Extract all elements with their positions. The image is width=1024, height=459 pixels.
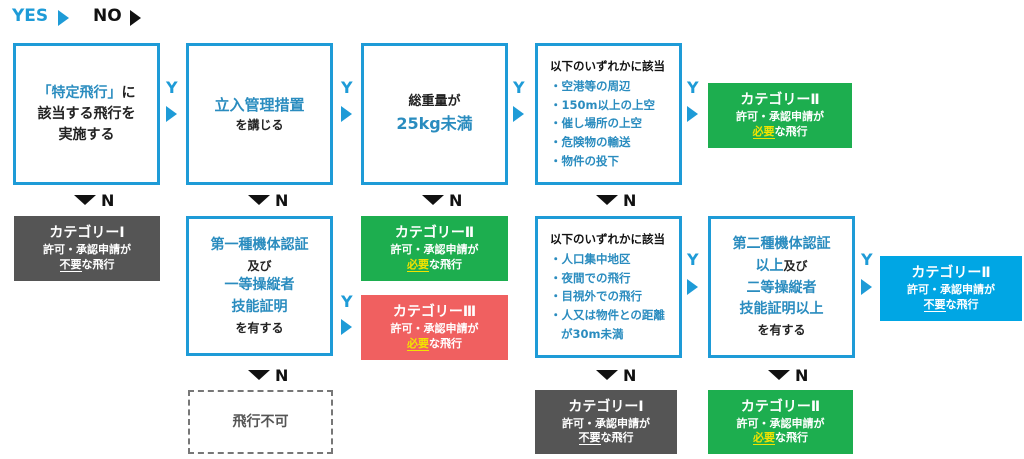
yes-arrow-icon [861, 279, 872, 295]
no-arrow-icon [74, 195, 96, 205]
branch-no-label: N [449, 191, 463, 210]
question-class1-cert: 第一種機体認証 及び 一等操縦者 技能証明 を有する [186, 216, 333, 356]
branch-no-label: N [275, 366, 289, 385]
category-2-result: カテゴリーⅡ 許可・承認申請が 必要な飛行 [361, 216, 508, 281]
yes-arrow-icon [341, 106, 352, 122]
question-total-weight: 総重量が 25kg未満 [361, 43, 508, 185]
branch-yes-label: Y [687, 250, 699, 269]
branch-no-label: N [795, 366, 809, 385]
no-arrow-icon [596, 370, 618, 380]
yes-arrow-icon [687, 106, 698, 122]
question-high-risk-conditions: 以下のいずれかに該当 ・空港等の周辺 ・150m以上の上空 ・催し場所の上空 ・… [535, 43, 682, 185]
question-specific-flight: 「特定飛行」に 該当する飛行を 実施する [13, 43, 160, 185]
no-arrow-icon [768, 370, 790, 380]
category-2-result: カテゴリーⅡ 許可・承認申請が 不要な飛行 [880, 256, 1022, 321]
question-class2-cert: 第二種機体認証 以上及び 二等操縦者 技能証明以上 を有する [708, 216, 855, 358]
legend-yes-label: YES [12, 6, 49, 26]
branch-yes-label: Y [861, 250, 873, 269]
branch-no-label: N [623, 191, 637, 210]
legend-no-label: NO [93, 6, 122, 26]
legend-no-arrow-icon [130, 10, 141, 26]
branch-no-label: N [275, 191, 289, 210]
branch-yes-label: Y [341, 78, 353, 97]
question-access-control: 立入管理措置 を講じる [186, 43, 333, 185]
category-1-result: カテゴリーⅠ 許可・承認申請が 不要な飛行 [14, 216, 160, 281]
branch-yes-label: Y [687, 78, 699, 97]
flight-not-allowed: 飛行不可 [188, 390, 333, 454]
branch-yes-label: Y [166, 78, 178, 97]
branch-yes-label: Y [341, 292, 353, 311]
branch-no-label: N [623, 366, 637, 385]
branch-no-label: N [101, 191, 115, 210]
yes-arrow-icon [513, 106, 524, 122]
category-1-result: カテゴリーⅠ 許可・承認申請が 不要な飛行 [535, 390, 677, 454]
category-3-result: カテゴリーⅢ 許可・承認申請が 必要な飛行 [361, 295, 508, 360]
branch-yes-label: Y [513, 78, 525, 97]
yes-arrow-icon [341, 319, 352, 335]
no-arrow-icon [248, 195, 270, 205]
question-dense-area-conditions: 以下のいずれかに該当 ・人口集中地区 ・夜間での飛行 ・目視外での飛行 ・人又は… [535, 216, 682, 358]
yes-arrow-icon [687, 279, 698, 295]
category-2-result: カテゴリーⅡ 許可・承認申請が 必要な飛行 [708, 83, 852, 148]
no-arrow-icon [248, 370, 270, 380]
legend-yes-arrow-icon [58, 10, 69, 26]
no-arrow-icon [422, 195, 444, 205]
category-2-result: カテゴリーⅡ 許可・承認申請が 必要な飛行 [708, 390, 853, 454]
no-arrow-icon [596, 195, 618, 205]
yes-arrow-icon [166, 106, 177, 122]
